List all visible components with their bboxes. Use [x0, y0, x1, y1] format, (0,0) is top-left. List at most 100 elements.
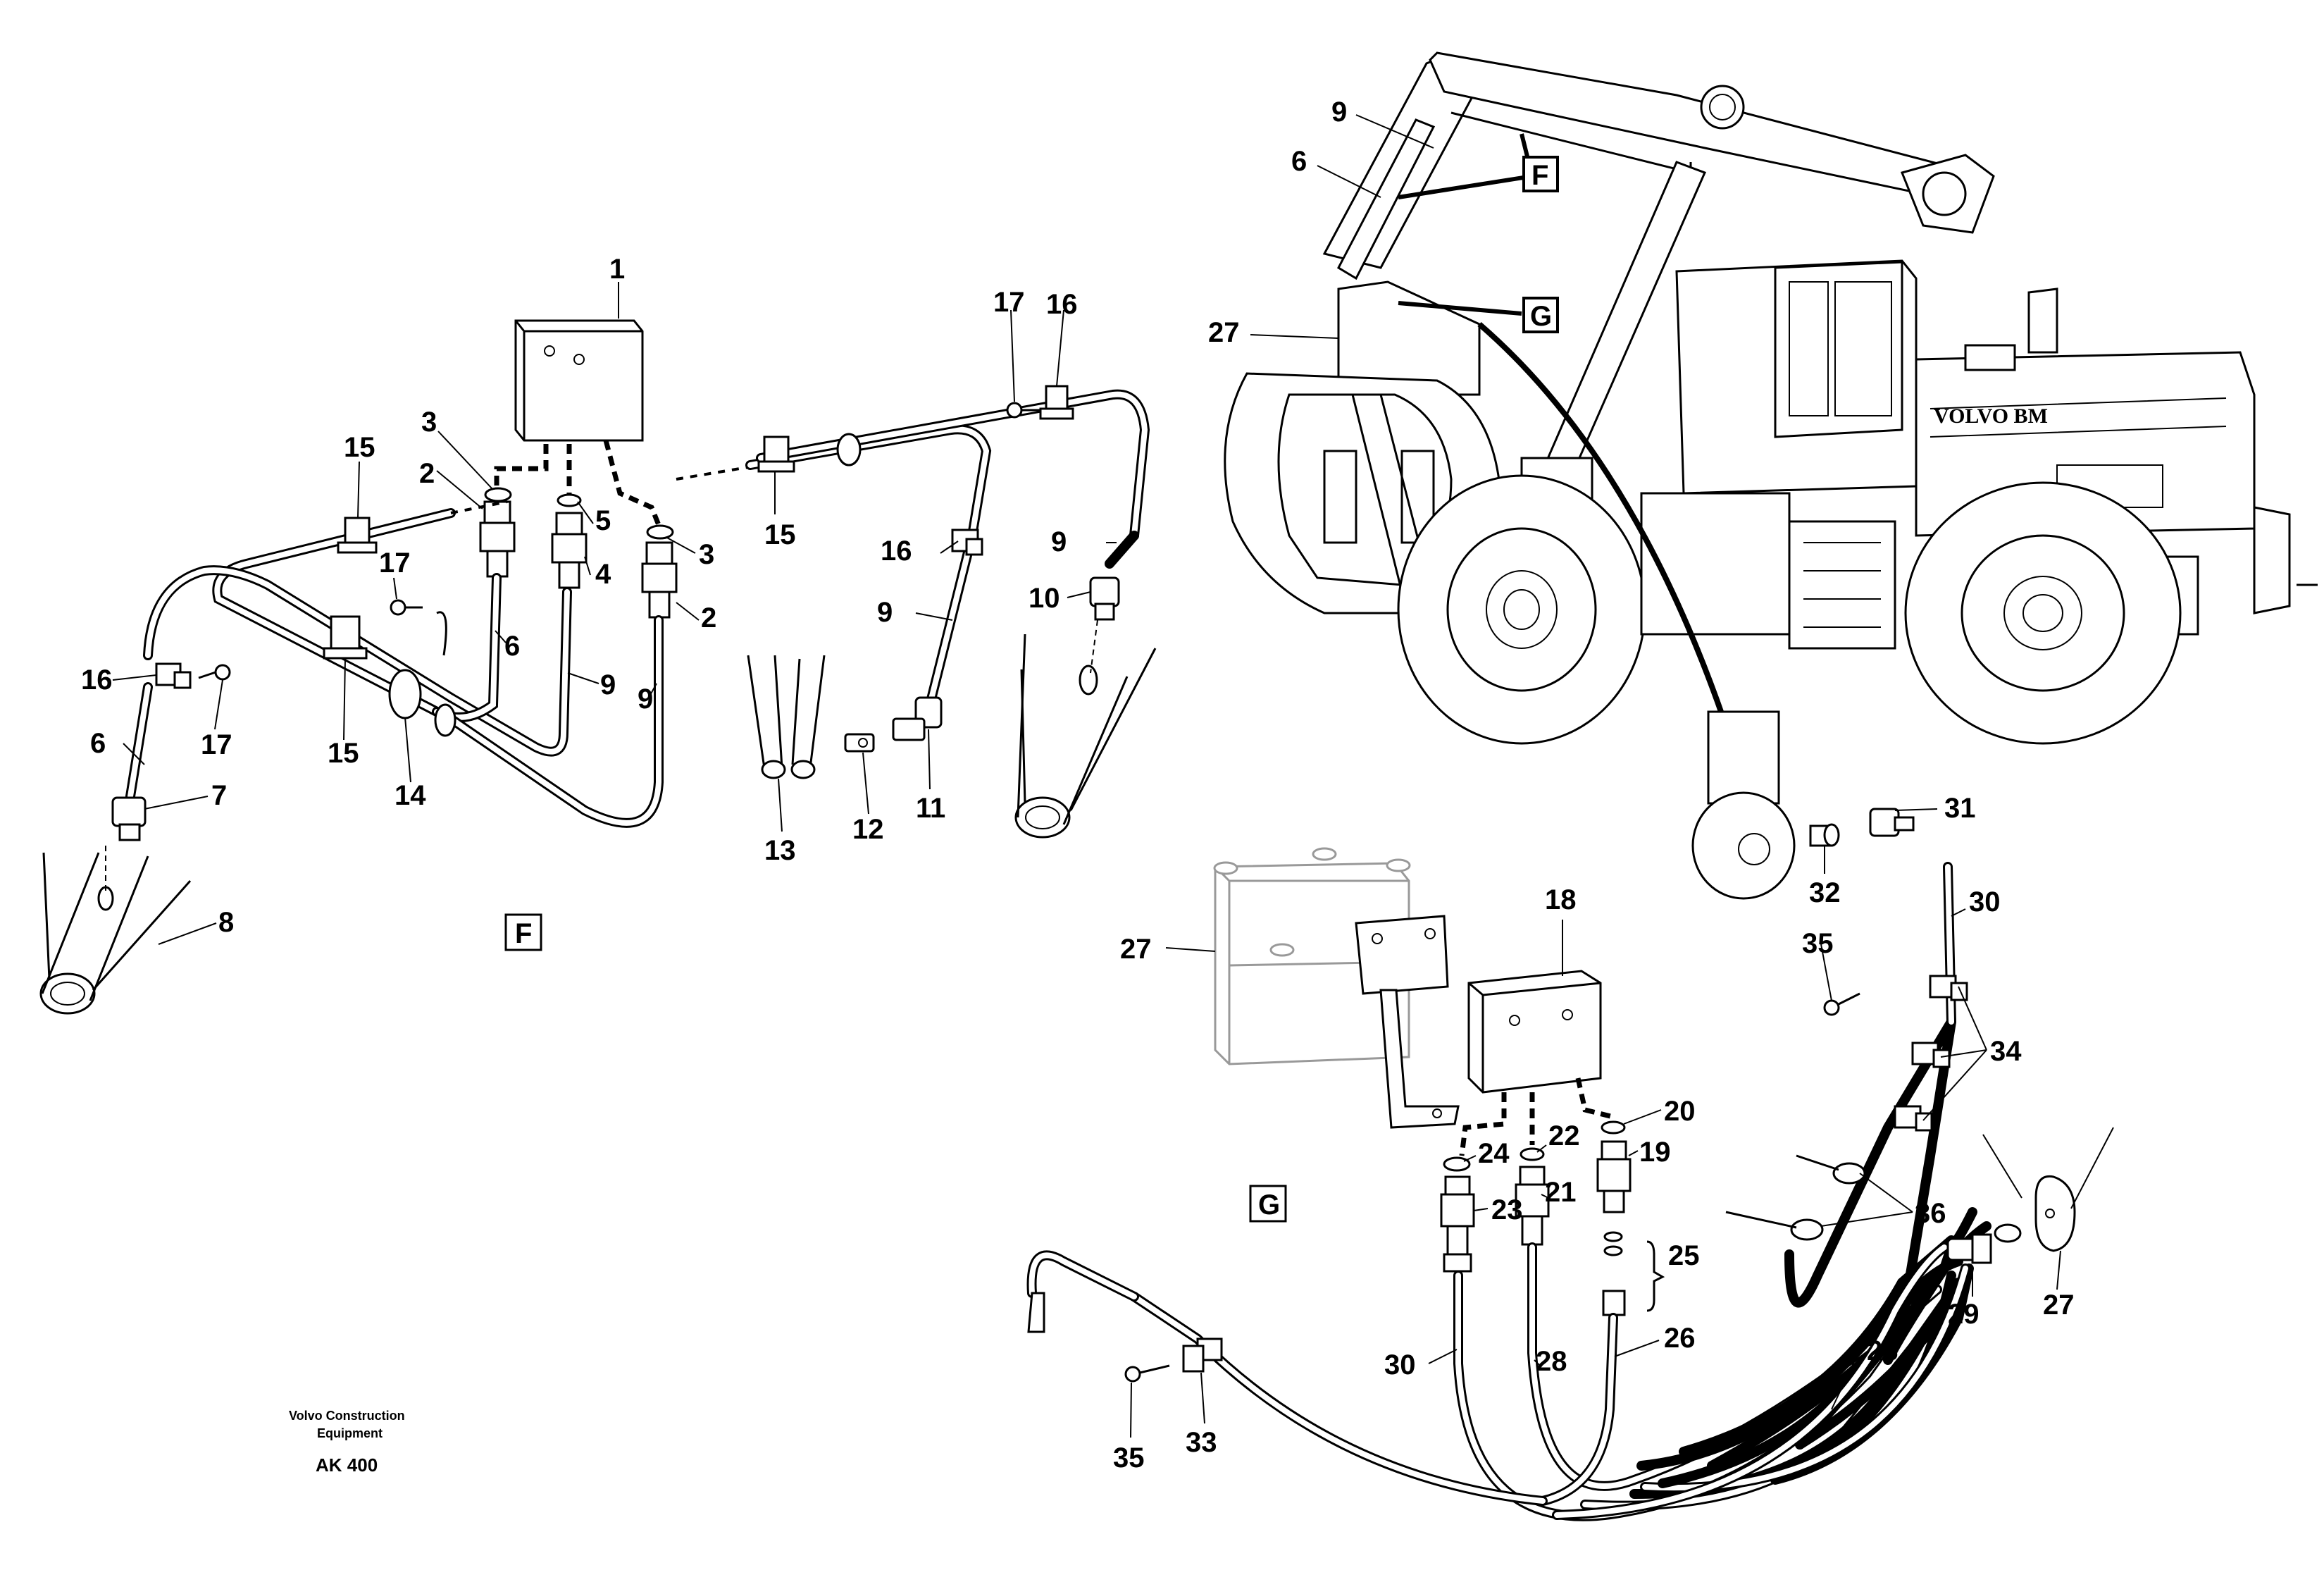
tie-36b — [1725, 1211, 1824, 1241]
cylinder-eye — [1691, 710, 1796, 900]
fitting-10 — [1089, 576, 1120, 621]
label-35a: 35 — [1802, 928, 1834, 959]
label-17a: 17 — [379, 548, 411, 579]
machine-label-6: 6 — [1291, 146, 1307, 177]
seal-kit-25 — [1602, 1231, 1626, 1316]
bolt-17b — [198, 664, 231, 681]
elbow-11 — [892, 696, 943, 741]
bracket-13 — [747, 655, 826, 779]
coupling-2a — [479, 500, 516, 578]
bracket-27 — [1982, 1127, 2114, 1252]
fitting-29 — [1946, 1223, 2022, 1264]
callout-g: G — [1530, 301, 1552, 332]
forwarder-machine: VOLVO BM F G 9 6 27 — [1208, 51, 2318, 900]
label-27a: 27 — [1120, 934, 1152, 965]
bolt-17a — [390, 599, 423, 616]
label-16c: 16 — [881, 536, 912, 567]
distribution-block-1 — [514, 319, 644, 442]
view-tag-g: G — [1258, 1189, 1280, 1221]
washer-3b — [646, 524, 674, 540]
label-14: 14 — [394, 780, 426, 811]
view-g-assembly: 27 18 20 22 19 24 21 23 25 26 28 30 31 3… — [1026, 793, 2114, 1521]
cylinder-8 — [39, 846, 192, 1015]
view-tag-g-box — [1249, 1185, 1287, 1223]
clamp-16c — [951, 529, 983, 556]
adapter-12 — [844, 733, 875, 753]
label-12: 12 — [852, 814, 884, 845]
clamp-34a — [1929, 975, 1968, 1001]
label-2b: 2 — [701, 602, 716, 634]
label-30b: 30 — [1969, 886, 2001, 917]
callout-f: F — [1531, 160, 1548, 191]
machine-label-9: 9 — [1331, 97, 1347, 128]
machine-badge: VOLVO BM — [1934, 404, 2048, 428]
label-29: 29 — [1948, 1299, 1980, 1330]
coupling-4 — [551, 512, 588, 589]
label-34: 34 — [1990, 1036, 2022, 1067]
label-5: 5 — [595, 505, 611, 536]
front-wheel — [1397, 474, 1646, 745]
footer-code: AK 400 — [316, 1454, 378, 1476]
label-3b: 3 — [699, 539, 714, 570]
label-15b: 15 — [328, 738, 359, 769]
bolt-17c — [1006, 402, 1040, 419]
label-24: 24 — [1478, 1138, 1510, 1169]
callout-g-box — [1522, 297, 1559, 333]
clamp-15a — [337, 517, 378, 554]
label-10: 10 — [1029, 583, 1060, 614]
tie-36a — [1796, 1154, 1866, 1185]
label-32: 32 — [1809, 877, 1841, 908]
label-25: 25 — [1668, 1240, 1700, 1271]
washer-20 — [1601, 1120, 1626, 1135]
view-tag-f: F — [515, 918, 532, 949]
label-9e: 9 — [1051, 526, 1067, 557]
label-13: 13 — [764, 835, 796, 866]
label-19: 19 — [1639, 1137, 1671, 1168]
bolt-35a — [1823, 992, 1860, 1016]
clamp-33 — [1182, 1337, 1223, 1373]
label-16a: 16 — [81, 665, 113, 696]
coupling-19 — [1596, 1140, 1632, 1213]
adapter-32 — [1809, 823, 1840, 847]
label-4: 4 — [595, 559, 611, 590]
label-21: 21 — [1545, 1177, 1577, 1208]
coupling-21 — [1515, 1166, 1550, 1246]
label-6a: 6 — [504, 631, 520, 662]
label-26: 26 — [1664, 1323, 1696, 1354]
washer-3a — [484, 487, 512, 502]
label-18: 18 — [1545, 884, 1577, 915]
washer-24 — [1443, 1156, 1471, 1172]
label-11: 11 — [916, 793, 945, 824]
bolt-35b — [1124, 1364, 1170, 1383]
clamp-15b — [323, 611, 447, 660]
fitting-7 — [111, 796, 147, 841]
clamp-16b — [1039, 385, 1074, 420]
washer-5 — [557, 493, 582, 507]
label-23: 23 — [1491, 1194, 1523, 1225]
label-6b: 6 — [90, 728, 106, 759]
coupling-23 — [1440, 1175, 1475, 1273]
clamp-34c — [1894, 1105, 1933, 1132]
label-15c: 15 — [764, 519, 796, 550]
distribution-block-18 — [1467, 970, 1602, 1094]
cylinder-right — [1014, 619, 1157, 839]
label-33: 33 — [1186, 1427, 1217, 1458]
label-7: 7 — [211, 780, 227, 811]
label-20: 20 — [1664, 1096, 1696, 1127]
clamp-15c — [757, 435, 795, 473]
rear-wheel — [1904, 481, 2182, 745]
elbow-31 — [1869, 808, 1915, 837]
label-1: 1 — [609, 254, 625, 285]
label-28a: 28 — [1536, 1346, 1567, 1377]
clamp-16a — [155, 662, 192, 689]
label-8: 8 — [218, 907, 234, 938]
label-3a: 3 — [421, 407, 437, 438]
label-31: 31 — [1944, 793, 1976, 824]
label-36: 36 — [1915, 1198, 1946, 1229]
label-28b: 28 — [1867, 1335, 1899, 1366]
label-15a: 15 — [344, 432, 375, 463]
label-9c: 9 — [877, 597, 893, 628]
label-27b: 27 — [2043, 1290, 2075, 1321]
